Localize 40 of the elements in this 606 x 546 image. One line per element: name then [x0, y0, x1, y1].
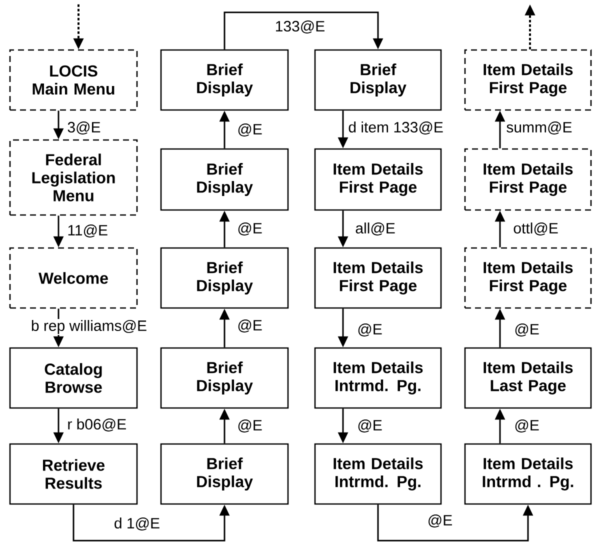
edge-label: 11@E: [66, 224, 109, 238]
screen-box: Item Details Last Page: [464, 347, 592, 409]
edge-label: @E: [236, 318, 264, 334]
screen-box: Item Details Intrmd . Pg.: [464, 443, 592, 505]
edge-label: summ@E: [505, 120, 574, 136]
edge-label: @E: [236, 122, 264, 138]
arrow: [224, 12, 384, 50]
screen-box: LOCIS Main Menu: [9, 49, 138, 111]
screen-box: Item Details First Page: [464, 247, 592, 309]
edge-label: @E: [513, 418, 540, 434]
screen-box: Item Details First Page: [314, 247, 442, 309]
screen-box: Brief Display: [314, 49, 442, 111]
edge-label: @E: [356, 322, 384, 338]
edge-label: @E: [513, 322, 540, 338]
screen-box: Item Details Intrmd. Pg.: [314, 443, 442, 505]
screen-box: Federal Legislation Menu: [9, 139, 138, 216]
edge-label: @E: [356, 418, 384, 434]
screen-box: Welcome: [9, 247, 138, 309]
screen-box: Brief Display: [160, 148, 289, 211]
edge-label: @E: [426, 514, 454, 528]
screen-box: Brief Display: [160, 443, 289, 505]
edge-label: @E: [236, 222, 264, 236]
screen-box: Brief Display: [160, 49, 289, 111]
screen-box: Item Details First Page: [464, 148, 592, 211]
edge-label: b rep williams@E: [30, 319, 148, 335]
screen-box: Brief Display: [160, 247, 289, 309]
screen-box: Item Details First Page: [314, 148, 442, 211]
screen-box: Item Details Intrmd. Pg.: [314, 347, 442, 409]
screen-box: Item Details First Page: [464, 49, 592, 111]
edge-label: d 1@E: [112, 516, 162, 532]
edge-label: d item 133@E: [347, 120, 444, 136]
edge-label: ottl@E: [512, 222, 560, 236]
edge-label: @E: [236, 418, 264, 434]
screen-box: Brief Display: [160, 347, 289, 409]
edge-label: all@E: [354, 222, 396, 236]
edge-label: 133@E: [274, 20, 326, 34]
edge-label: 3@E: [66, 120, 102, 136]
screen-box: Retrieve Results: [9, 443, 138, 505]
edge-label: r b06@E: [66, 418, 128, 432]
screen-box: Catalog Browse: [9, 347, 138, 409]
